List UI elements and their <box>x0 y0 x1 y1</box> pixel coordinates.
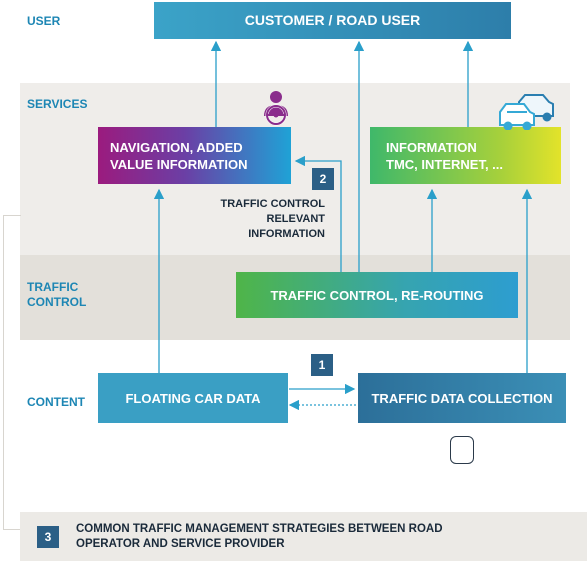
traffic-control-relevant-information-note: TRAFFIC CONTROL RELEVANT INFORMATION <box>190 197 325 242</box>
footer-text: COMMON TRAFFIC MANAGEMENT STRATEGIES BET… <box>76 522 443 552</box>
footer-line2: OPERATOR AND SERVICE PROVIDER <box>76 538 285 550</box>
navigation-line1: NAVIGATION, ADDED <box>110 139 243 155</box>
note-line2: RELEVANT <box>266 213 325 225</box>
label-traffic-control-line2: CONTROL <box>27 295 87 309</box>
information-line2: TMC, INTERNET, ... <box>386 156 503 172</box>
driver-icon <box>258 88 294 126</box>
footer-line1: COMMON TRAFFIC MANAGEMENT STRATEGIES BET… <box>76 523 443 535</box>
navigation-line2: VALUE INFORMATION <box>110 156 248 172</box>
bracket-line <box>3 215 21 530</box>
marker-1: 1 <box>311 354 333 376</box>
label-content: CONTENT <box>27 395 85 409</box>
label-traffic-control: TRAFFIC CONTROL <box>27 280 86 310</box>
floating-car-data-box: FLOATING CAR DATA <box>98 373 288 423</box>
note-line1: TRAFFIC CONTROL <box>220 198 325 210</box>
navigation-box: NAVIGATION, ADDED VALUE INFORMATION <box>98 127 291 184</box>
footer-band <box>20 512 587 561</box>
marker-2: 2 <box>312 168 334 190</box>
traffic-data-collection-box: TRAFFIC DATA COLLECTION <box>358 373 566 423</box>
information-line1: INFORMATION <box>386 139 477 155</box>
cars-icon <box>497 92 559 131</box>
traffic-control-box: TRAFFIC CONTROL, RE-ROUTING <box>236 272 518 318</box>
customer-road-user-box: CUSTOMER / ROAD USER <box>154 2 511 39</box>
marker-3: 3 <box>37 526 59 548</box>
flag-icon <box>450 436 474 464</box>
label-services: SERVICES <box>27 97 88 111</box>
label-user: USER <box>27 14 61 28</box>
note-line3: INFORMATION <box>248 228 325 240</box>
label-traffic-control-line1: TRAFFIC <box>27 280 79 294</box>
information-box: INFORMATION TMC, INTERNET, ... <box>370 127 561 184</box>
